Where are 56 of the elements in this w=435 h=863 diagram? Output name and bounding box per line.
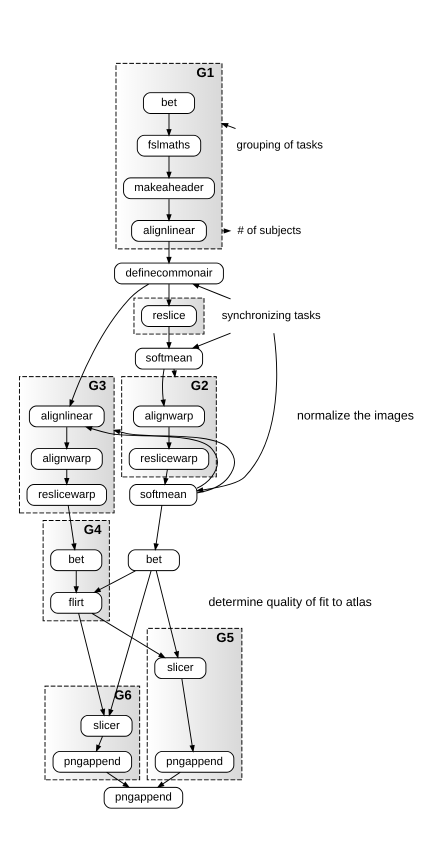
node-text: synchronizing tasks bbox=[222, 309, 321, 322]
arrow bbox=[106, 771, 130, 788]
node-box: makeaheader bbox=[123, 176, 215, 199]
arrow bbox=[166, 112, 172, 136]
arrow bbox=[166, 240, 172, 264]
arrow bbox=[181, 678, 195, 752]
arrow bbox=[84, 426, 218, 488]
arrow bbox=[166, 198, 172, 222]
arrow bbox=[69, 282, 150, 407]
arrow bbox=[191, 332, 231, 348]
arrow bbox=[166, 326, 172, 350]
label: determine quality of fit to atlas bbox=[208, 594, 372, 609]
arrow bbox=[196, 332, 278, 492]
node-text: # of subjects bbox=[237, 224, 302, 236]
node-box: reslicewarp bbox=[26, 484, 107, 506]
arrow bbox=[108, 570, 152, 716]
node-box: reslicewarp bbox=[128, 448, 210, 470]
arrow bbox=[93, 570, 136, 592]
arrow bbox=[192, 282, 232, 299]
arrow bbox=[64, 468, 70, 486]
node-box: slicer bbox=[80, 714, 133, 736]
node-box: alignlinear bbox=[131, 220, 207, 242]
arrow bbox=[96, 736, 103, 752]
node-box: slicer bbox=[154, 656, 206, 679]
arrow bbox=[166, 156, 172, 179]
node-box: bet bbox=[50, 548, 102, 571]
arrow bbox=[92, 612, 166, 658]
node-text: grouping of tasks bbox=[236, 139, 323, 152]
arrow bbox=[166, 283, 172, 307]
node-box: alignlinear bbox=[28, 405, 105, 427]
node-box: bet bbox=[142, 92, 196, 114]
arrow bbox=[64, 426, 70, 450]
arrow bbox=[154, 504, 162, 550]
node-box: alignwarp bbox=[30, 448, 103, 470]
node-box: alignwarp bbox=[133, 405, 205, 427]
arrow bbox=[78, 612, 106, 716]
arrow bbox=[68, 504, 76, 550]
node-box: flirt bbox=[50, 591, 102, 614]
node-box: pngappend bbox=[52, 750, 132, 772]
arrow bbox=[166, 426, 172, 450]
node-box: softmean bbox=[129, 484, 198, 506]
node-box: pngappend bbox=[154, 750, 234, 772]
arrow bbox=[156, 570, 179, 658]
node-box: fslmaths bbox=[136, 134, 202, 156]
node-box: bet bbox=[128, 548, 180, 571]
arrow bbox=[160, 368, 166, 407]
arrow bbox=[156, 771, 181, 788]
node-box: definecommonair bbox=[114, 262, 224, 284]
label: normalize the images bbox=[297, 408, 414, 422]
arrow bbox=[163, 468, 169, 486]
arrow bbox=[220, 122, 236, 128]
node-box: softmean bbox=[134, 347, 204, 370]
node-box: pngappend bbox=[104, 786, 184, 808]
node-box: reslice bbox=[141, 304, 197, 326]
arrow bbox=[74, 570, 79, 594]
arrow bbox=[112, 428, 235, 493]
